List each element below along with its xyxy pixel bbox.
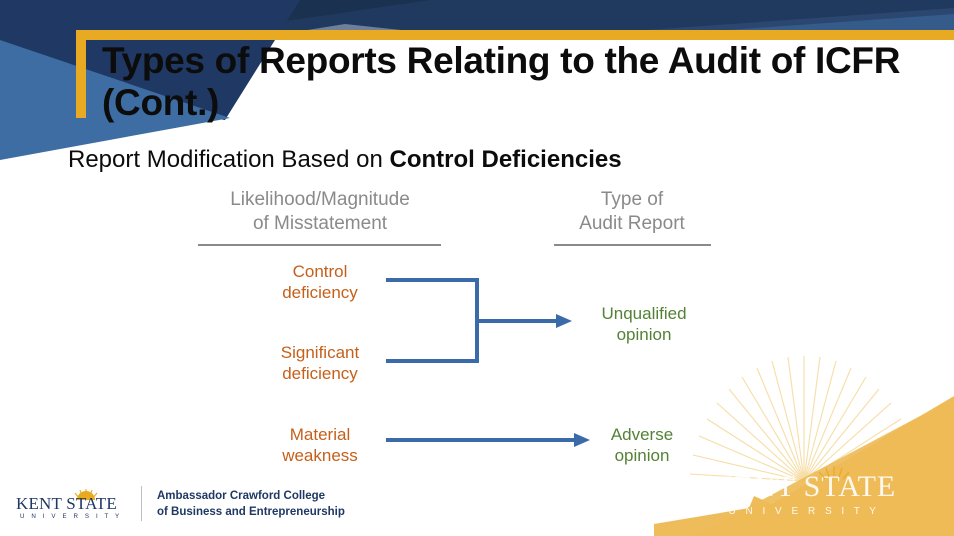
watermark-secondary-text: U N I V E R S I T Y (729, 506, 880, 517)
subtitle: Report Modification Based on Control Def… (68, 146, 622, 175)
watermark-primary-text: KENT STATE (712, 470, 897, 503)
label-adverse-opinion-line2: opinion (614, 445, 670, 465)
college-name-line2: of Business and Entrepreneurship (157, 505, 345, 518)
label-significant-deficiency-line2: deficiency (282, 363, 358, 383)
label-control-deficiency-line2: deficiency (282, 282, 358, 302)
title-accent-bar-vertical (76, 30, 86, 118)
label-unqualified-opinion-line2: opinion (616, 324, 672, 344)
label-significant-deficiency: Significant deficiency (258, 343, 382, 384)
label-material-weakness-line2: weakness (282, 445, 358, 465)
page-title: Types of Reports Relating to the Audit o… (102, 40, 901, 123)
arrowhead-adverse (574, 433, 590, 447)
college-name-line1: Ambassador Crawford College (157, 490, 326, 502)
column-header-right-rule (554, 244, 711, 246)
label-control-deficiency: Control deficiency (258, 262, 382, 303)
arrowhead-unqualified (556, 314, 572, 328)
column-header-left-line2: of Misstatement (252, 212, 388, 234)
label-material-weakness-line1: Material (289, 425, 351, 444)
kent-state-logo: KENT STATE U N I V E R S I T Y (16, 489, 122, 520)
kent-state-logo-primary: KENT STATE (16, 494, 117, 513)
footer-divider (141, 486, 142, 521)
kent-state-watermark: KENT STATE U N I V E R S I T Y (654, 355, 954, 536)
label-significant-deficiency-line1: Significant (280, 343, 360, 362)
label-adverse-opinion-line1: Adverse (610, 425, 674, 444)
column-header-right-line1: Type of (600, 189, 664, 210)
subtitle-regular: Report Modification Based on (68, 146, 390, 173)
label-adverse-opinion: Adverse opinion (582, 425, 702, 466)
kent-state-logo-secondary: U N I V E R S I T Y (20, 513, 122, 520)
label-unqualified-opinion-line1: Unqualified (601, 304, 687, 323)
column-header-left: Likelihood/Magnitude of Misstatement (198, 188, 442, 236)
title-accent-bar-horizontal (76, 30, 954, 40)
column-header-right: Type of Audit Report (552, 188, 712, 236)
subtitle-bold: Control Deficiencies (389, 146, 622, 173)
column-header-left-rule (198, 244, 441, 246)
column-header-right-line2: Audit Report (579, 212, 685, 234)
column-header-left-line1: Likelihood/Magnitude (230, 189, 410, 210)
label-material-weakness: Material weakness (258, 425, 382, 466)
label-unqualified-opinion: Unqualified opinion (578, 304, 710, 345)
college-name: Ambassador Crawford College of Business … (157, 489, 345, 520)
label-control-deficiency-line1: Control (292, 262, 348, 281)
